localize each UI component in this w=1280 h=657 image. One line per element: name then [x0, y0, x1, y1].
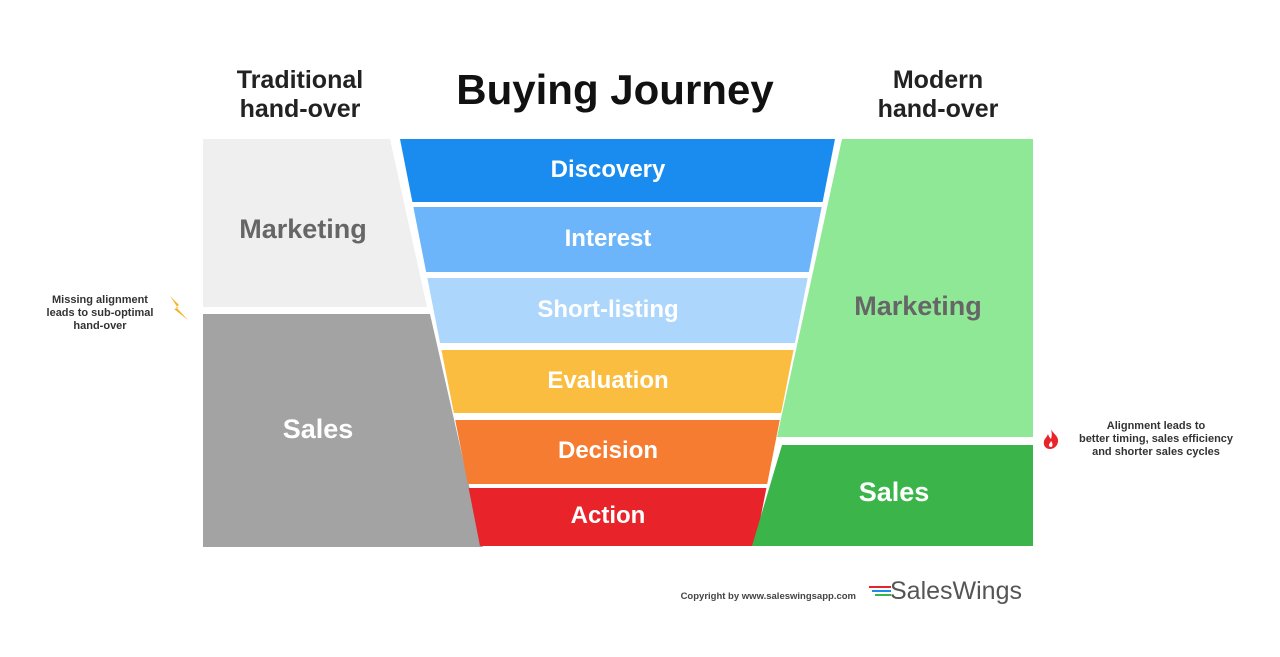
- funnel-stage-discovery: [400, 139, 835, 202]
- funnel-stage-decision: [455, 420, 780, 484]
- traditional-heading: Traditional hand-over: [200, 66, 400, 124]
- funnel-stage-label: Decision: [557, 437, 659, 464]
- funnel-stage-action: [468, 488, 767, 546]
- modern-heading: Modern hand-over: [838, 66, 1038, 124]
- traditional-marketing-label: Marketing: [239, 214, 367, 244]
- modern-sales-block: [752, 445, 1033, 546]
- modern-note: Alignment leads to better timing, sales …: [1062, 420, 1250, 459]
- modern-sales-label: Sales: [858, 477, 930, 507]
- funnel-stage-label: Short-listing: [537, 295, 679, 323]
- note-line: better timing, sales efficiency: [1078, 433, 1234, 445]
- funnel-stage-short-listing: [427, 278, 808, 343]
- funnel-stage-label: Interest: [564, 224, 652, 252]
- page-title: Buying Journey: [456, 66, 774, 113]
- modern-marketing-label: Marketing: [854, 291, 982, 321]
- funnel: [400, 139, 835, 546]
- saleswings-logo[interactable]: SalesWings: [890, 577, 1022, 605]
- modern-heading-line1: Modern: [892, 66, 984, 94]
- note-line: Alignment leads to: [1106, 420, 1206, 432]
- funnel-stage-label: Evaluation: [547, 366, 669, 394]
- fire-icon: [1043, 429, 1059, 449]
- funnel-stage-label: Action: [570, 502, 646, 529]
- modern-marketing-block: [777, 139, 1033, 437]
- funnel-stage-interest: [413, 207, 822, 272]
- copyright-text: Copyright by www.saleswingsapp.com: [680, 591, 856, 602]
- note-line: leads to sub-optimal: [46, 307, 154, 319]
- note-line: hand-over: [73, 320, 127, 332]
- note-line: and shorter sales cycles: [1092, 446, 1220, 458]
- saleswings-logo-wings-icon: [869, 586, 891, 596]
- funnel-stage-label: Discovery: [550, 155, 666, 183]
- note-line: Missing alignment: [52, 294, 148, 306]
- traditional-sales-block: [203, 314, 483, 547]
- traditional-heading-line2: hand-over: [239, 95, 361, 123]
- modern-heading-line2: hand-over: [877, 95, 999, 123]
- traditional-note: Missing alignment leads to sub-optimal h…: [30, 294, 170, 333]
- traditional-marketing-block: [203, 139, 427, 307]
- lightning-icon: [170, 296, 188, 320]
- traditional-heading-line1: Traditional: [236, 66, 364, 94]
- traditional-sales-label: Sales: [282, 414, 354, 444]
- funnel-stage-evaluation: [441, 350, 794, 413]
